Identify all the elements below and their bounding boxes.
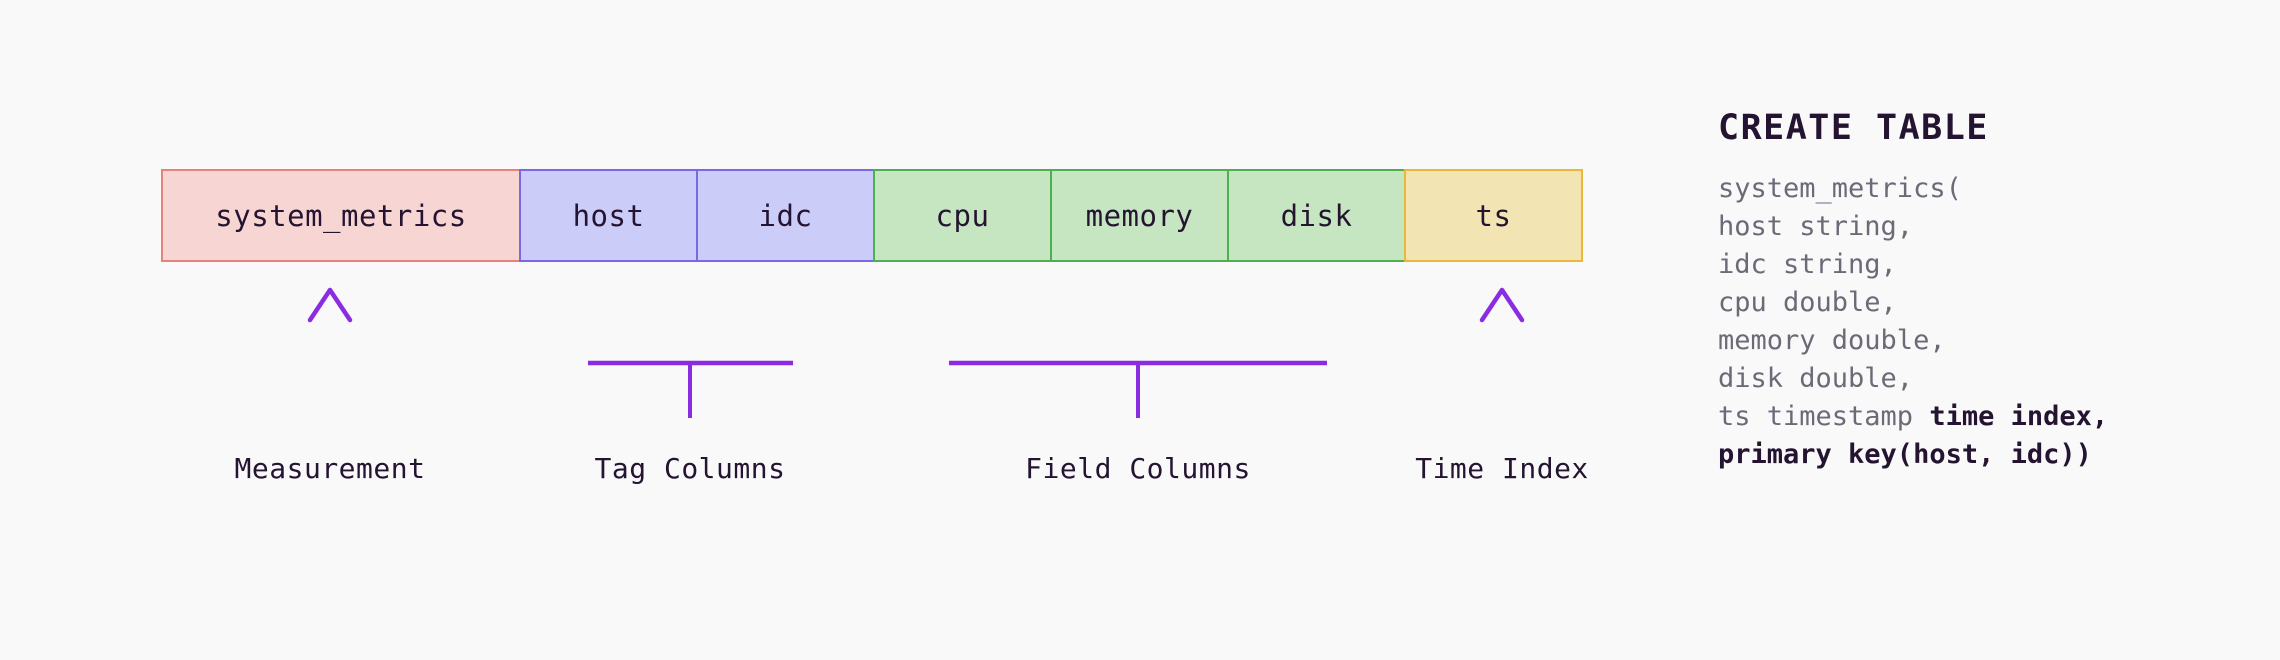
schema-cell-memory: memory: [1050, 169, 1229, 262]
sql-text: idc string,: [1718, 249, 1897, 280]
sql-line: disk double,: [1718, 360, 2108, 398]
measurement-arrow-icon: [307, 287, 353, 418]
caption-time-index: Time Index: [1415, 452, 1589, 485]
sql-line: system_metrics(: [1718, 170, 2108, 208]
schema-cell-label: cpu: [935, 198, 990, 233]
schema-cell-cpu: cpu: [873, 169, 1052, 262]
sql-line: cpu double,: [1718, 284, 2108, 322]
schema-cell-label: system_metrics: [215, 198, 467, 233]
sql-line: ts timestamp time index,: [1718, 398, 2108, 436]
field-columns-bracket-icon: [949, 295, 1327, 418]
sql-text: cpu double,: [1718, 287, 1897, 318]
sql-title: CREATE TABLE: [1718, 108, 1989, 148]
sql-panel: CREATE TABLE system_metrics(host string,…: [1718, 108, 2108, 474]
sql-line: primary key(host, idc)): [1718, 436, 2108, 474]
schema-cell-label: host: [572, 198, 645, 233]
schema-cell-label: disk: [1280, 198, 1353, 233]
schema-cell-label: idc: [758, 198, 813, 233]
sql-text: host string,: [1718, 211, 1914, 242]
schema-cell-idc: idc: [696, 169, 875, 262]
schema-row: system_metrics host idc cpu memory disk …: [161, 169, 1583, 262]
sql-keyword: primary key(host, idc)): [1718, 439, 2092, 470]
sql-body: system_metrics(host string, idc string, cp…: [1718, 170, 2108, 474]
schema-cell-measurement: system_metrics: [161, 169, 521, 262]
caption-measurement: Measurement: [234, 452, 426, 485]
sql-text: system_metrics(: [1718, 173, 1962, 204]
caption-tag-columns: Tag Columns: [594, 452, 786, 485]
sql-line: idc string,: [1718, 246, 2108, 284]
sql-keyword: time index,: [1929, 401, 2109, 432]
tag-columns-bracket-icon: [588, 295, 793, 418]
sql-text: ts timestamp: [1718, 401, 1930, 432]
caption-field-columns: Field Columns: [1025, 452, 1251, 485]
schema-cell-host: host: [519, 169, 698, 262]
sql-line: host string,: [1718, 208, 2108, 246]
schema-cell-label: ts: [1475, 198, 1512, 233]
time-index-arrow-icon: [1479, 287, 1525, 418]
schema-cell-label: memory: [1085, 198, 1194, 233]
schema-cell-ts: ts: [1404, 169, 1583, 262]
schema-cell-disk: disk: [1227, 169, 1406, 262]
sql-text: memory double,: [1718, 325, 1946, 356]
sql-line: memory double,: [1718, 322, 2108, 360]
sql-text: disk double,: [1718, 363, 1914, 394]
